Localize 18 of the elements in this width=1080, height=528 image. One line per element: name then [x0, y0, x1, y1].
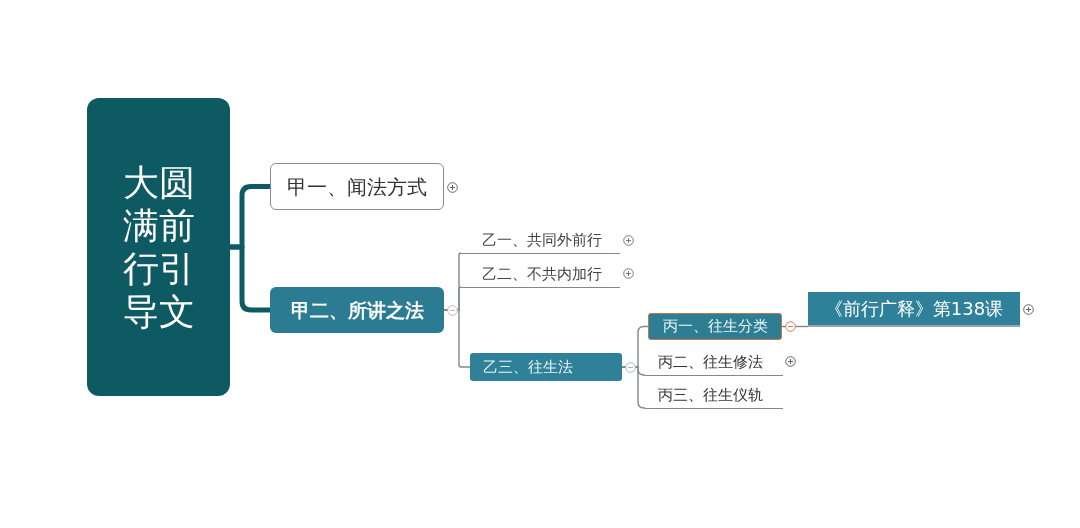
topic-label: 乙一、共同外前行: [482, 230, 602, 252]
topic-label: 丙一、往生分类: [662, 316, 768, 338]
topic-label: 甲一、闻法方式: [287, 173, 427, 201]
topic-box: [808, 292, 1020, 327]
connector-line: [443, 309, 471, 368]
topic-label: 乙三、往生法: [483, 356, 573, 378]
topic-label: 甲二、所讲之法: [290, 297, 424, 323]
root-topic-box: [87, 98, 230, 396]
connector-line: [781, 325, 809, 328]
topic-box: [470, 353, 622, 381]
root-topic-label: 大圆满前行引导文: [121, 160, 196, 334]
topic-label: 丙二、往生修法: [658, 351, 763, 373]
topic-label: 《前行广释》第138课: [824, 297, 1004, 321]
topic-box: [270, 163, 444, 210]
topic-box: [648, 313, 782, 340]
topic-label: 乙二、不共内加行: [482, 264, 602, 286]
topic-label: 丙三、往生仪轨: [658, 385, 763, 407]
topic-box: [270, 287, 444, 333]
